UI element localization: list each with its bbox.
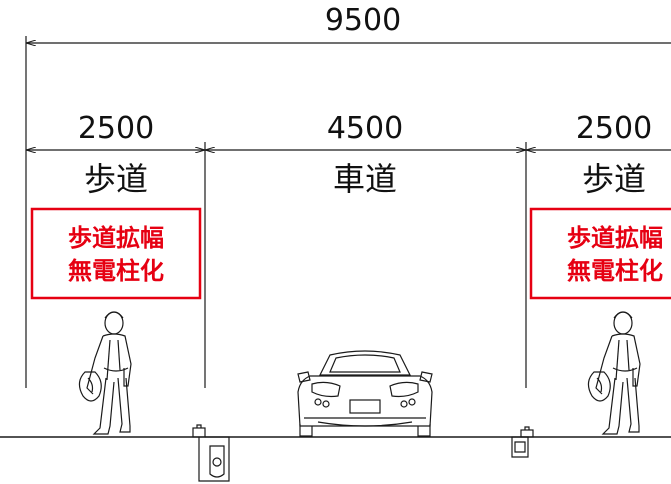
note-left-line2: 無電柱化 bbox=[68, 257, 164, 285]
note-box-left: 歩道拡幅 無電柱化 bbox=[30, 207, 202, 300]
dimension-sidewalk-right: 2500 bbox=[576, 111, 652, 146]
dimension-total: 9500 bbox=[325, 3, 401, 38]
label-roadway: 車道 bbox=[333, 160, 397, 198]
drain-left bbox=[192, 424, 230, 482]
note-right-line2: 無電柱化 bbox=[567, 257, 663, 285]
note-right-line1: 歩道拡幅 bbox=[567, 224, 663, 252]
note-left-line1: 歩道拡幅 bbox=[68, 224, 164, 252]
pedestrian-left bbox=[78, 311, 132, 435]
dimension-roadway: 4500 bbox=[327, 111, 403, 146]
drain-right bbox=[511, 426, 534, 458]
dimension-sidewalk-left: 2500 bbox=[78, 111, 154, 146]
label-sidewalk-right: 歩道 bbox=[582, 160, 646, 198]
note-box-right: 歩道拡幅 無電柱化 bbox=[529, 207, 671, 300]
car-front-view bbox=[297, 350, 433, 437]
pedestrian-right bbox=[587, 311, 641, 435]
label-sidewalk-left: 歩道 bbox=[84, 160, 148, 198]
